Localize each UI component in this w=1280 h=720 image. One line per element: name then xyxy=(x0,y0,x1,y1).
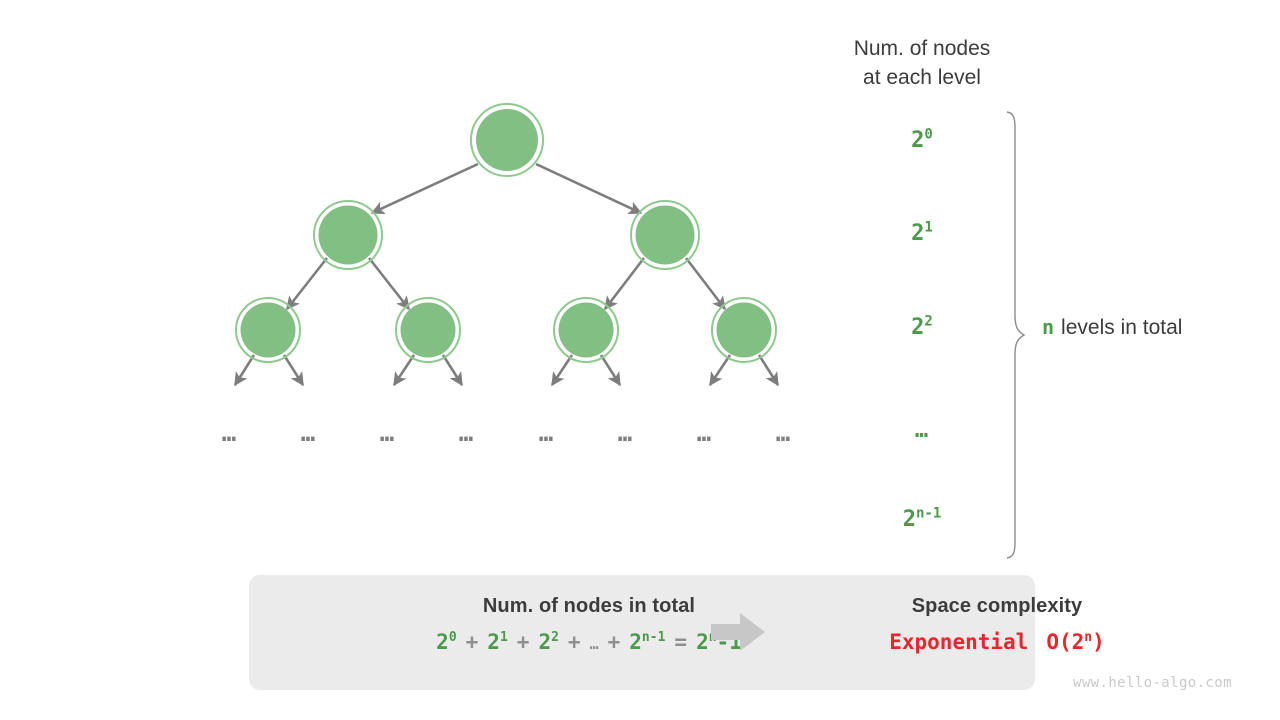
formula-ellipsis: … xyxy=(589,635,599,653)
levels-caption-line1: Num. of nodes xyxy=(853,37,991,60)
formula-equals: = xyxy=(674,630,688,654)
level-label-0-base: 2 xyxy=(911,128,925,153)
space-complexity-title: Space complexity xyxy=(911,595,1083,617)
levels-total-label: n levels in total xyxy=(1042,315,1182,340)
tree-edges xyxy=(233,162,780,387)
level-label-ellipsis: … xyxy=(914,418,930,443)
tree-ellipsis: … xyxy=(459,419,473,447)
tree-ellipsis-row: … … … … … … … … xyxy=(222,419,790,447)
right-block-arrow-icon xyxy=(711,613,765,651)
tree-node xyxy=(470,103,544,177)
level-label-0-exp: 0 xyxy=(924,126,933,143)
level-label-1-base: 2 xyxy=(911,221,925,246)
level-label-last-exp: n-1 xyxy=(915,505,942,522)
tree-ellipsis: … xyxy=(539,419,553,447)
formula-plus-2: + xyxy=(567,630,581,654)
level-label-0: 20 xyxy=(862,128,982,153)
levels-brace xyxy=(1006,111,1026,559)
tree-ellipsis: … xyxy=(380,419,394,447)
space-complexity-column: Space complexity Exponential O(2n) xyxy=(787,595,1207,654)
complexity-word: Exponential xyxy=(889,630,1029,654)
level-label-2: 22 xyxy=(862,315,982,340)
formula-plus-1: + xyxy=(516,630,530,654)
level-label-last: 2n-1 xyxy=(862,507,982,532)
tree-ellipsis: … xyxy=(618,419,632,447)
total-nodes-title: Num. of nodes in total xyxy=(482,595,696,617)
level-label-2-base: 2 xyxy=(911,315,925,340)
formula-term-1: 21 xyxy=(487,630,508,654)
levels-total-text: levels in total xyxy=(1061,316,1183,339)
tree-ellipsis: … xyxy=(222,419,236,447)
level-label-1: 21 xyxy=(862,221,982,246)
tree-node xyxy=(313,200,383,270)
formula-plus-3: + xyxy=(607,630,621,654)
formula-term-0: 20 xyxy=(436,630,457,654)
levels-total-var: n xyxy=(1042,315,1055,339)
tree-node xyxy=(395,297,461,363)
formula-term-last: 2n-1 xyxy=(629,630,666,654)
tree-node xyxy=(235,297,301,363)
tree-ellipsis: … xyxy=(776,419,790,447)
space-complexity-value: Exponential O(2n) xyxy=(787,630,1207,654)
tree-node xyxy=(553,297,619,363)
levels-caption: Num. of nodes at each level xyxy=(812,34,1032,92)
tree-ellipsis: … xyxy=(697,419,711,447)
tree-node xyxy=(630,200,700,270)
level-label-1-exp: 1 xyxy=(924,219,933,236)
complexity-notation: O(2n) xyxy=(1046,630,1105,654)
tree-nodes xyxy=(235,103,777,363)
tree-node xyxy=(711,297,777,363)
level-label-last-base: 2 xyxy=(902,507,916,532)
summary-panel: Num. of nodes in total 20+21+22+…+2n-1=2… xyxy=(249,575,1105,690)
watermark: www.hello-algo.com xyxy=(1073,675,1232,691)
levels-caption-line2: at each level xyxy=(863,66,981,89)
formula-term-2: 22 xyxy=(538,630,559,654)
level-label-2-exp: 2 xyxy=(924,313,933,330)
formula-plus-0: + xyxy=(465,630,479,654)
tree-ellipsis: … xyxy=(301,419,315,447)
